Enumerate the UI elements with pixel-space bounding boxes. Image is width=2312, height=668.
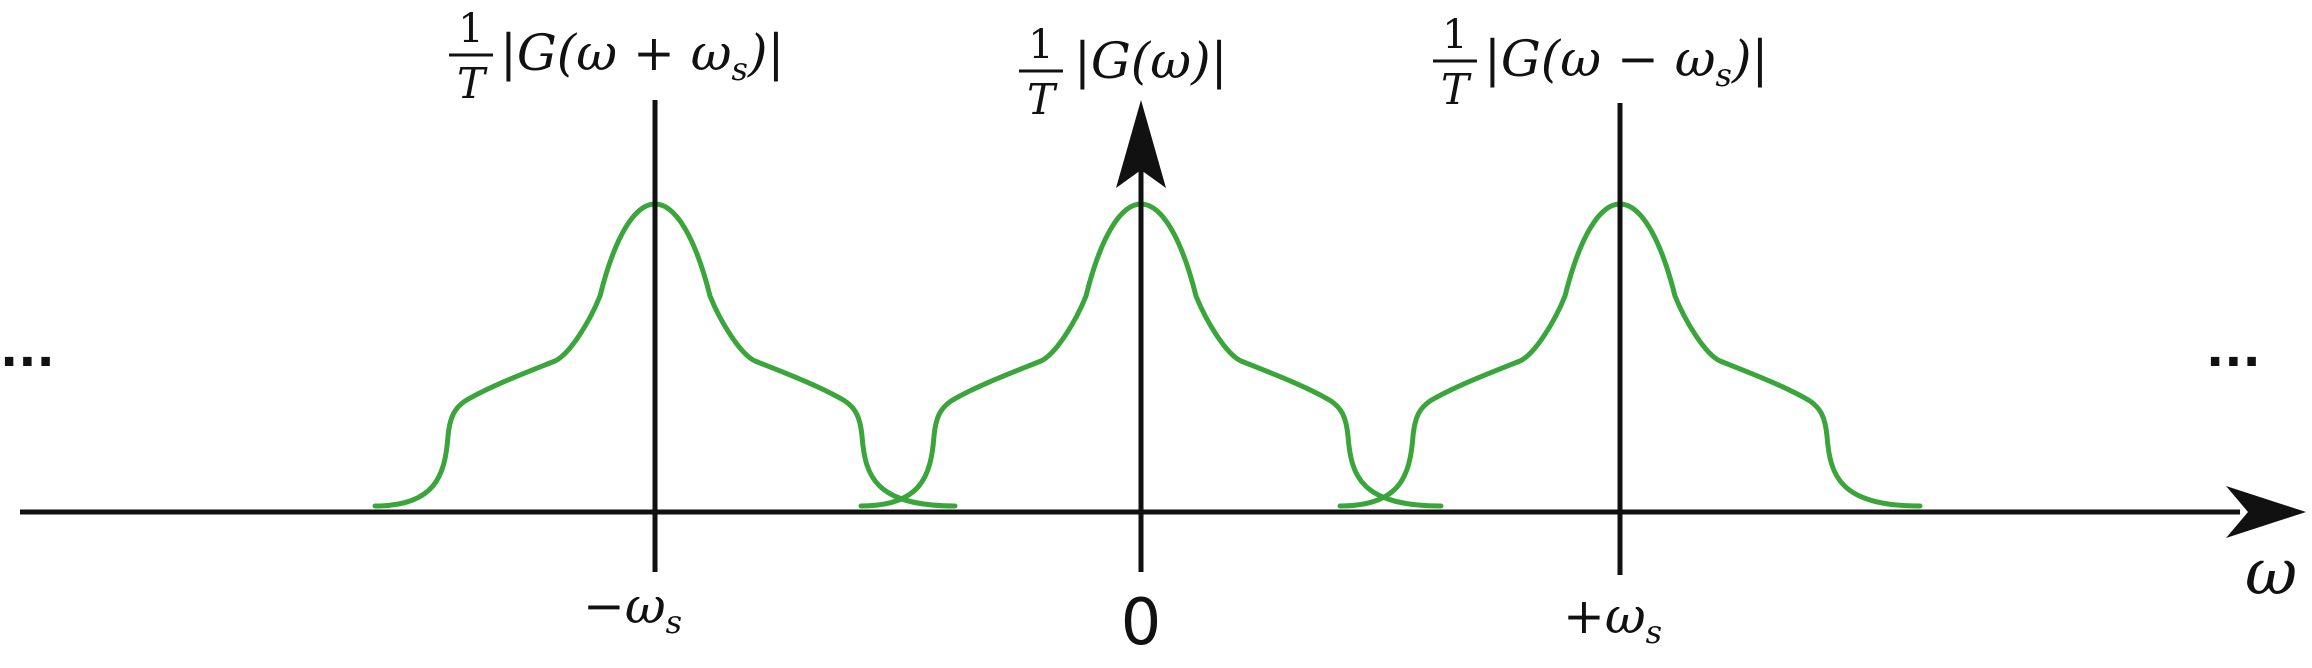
omega-axis-label: ω bbox=[2245, 536, 2297, 610]
tick-label-zero: 0 bbox=[1121, 586, 1162, 660]
right-expr-close: )| bbox=[1731, 30, 1768, 88]
right-factor-numerator: 1 bbox=[1442, 12, 1467, 58]
tick-right-sub: s bbox=[1646, 613, 1662, 651]
center-factor-numerator: 1 bbox=[1028, 22, 1053, 68]
tick-label-minus-omega-s: −ωs bbox=[583, 577, 682, 641]
center-spectrum-label: 1 T |G(ω)| bbox=[1019, 22, 1227, 124]
left-expr-sub: s bbox=[732, 50, 748, 88]
right-expr-sub: s bbox=[1716, 56, 1732, 94]
omega-axis-arrowhead bbox=[2226, 486, 2306, 538]
left-factor-denominator: T bbox=[457, 59, 488, 108]
tick-right-main: +ω bbox=[1563, 587, 1646, 645]
spectrum-copy-baseband bbox=[858, 201, 1444, 509]
spectrum-copies bbox=[372, 201, 1923, 509]
spectrum-copy-shifted-right bbox=[1337, 201, 1923, 509]
tick-label-plus-omega-s: +ωs bbox=[1563, 587, 1662, 651]
ellipsis-left: ... bbox=[0, 322, 55, 378]
center-spectrum-expression: |G(ω)| bbox=[1074, 32, 1227, 90]
ellipsis-right: ... bbox=[2206, 322, 2261, 378]
vertical-axis-arrowhead bbox=[1116, 100, 1166, 188]
tick-left-sub: s bbox=[666, 603, 682, 641]
left-spectrum-label: 1 T |G(ω + ωs)| bbox=[449, 6, 784, 108]
right-spectrum-expression: |G(ω − ωs)| bbox=[1484, 30, 1768, 94]
right-expr-main: |G(ω − ω bbox=[1484, 30, 1716, 88]
center-factor-denominator: T bbox=[1027, 75, 1058, 124]
left-factor-numerator: 1 bbox=[458, 6, 483, 52]
spectrum-copy-shifted-left bbox=[372, 201, 958, 509]
right-spectrum-label: 1 T |G(ω − ωs)| bbox=[1433, 12, 1768, 114]
left-expr-main: |G(ω + ω bbox=[500, 24, 732, 82]
left-spectrum-expression: |G(ω + ωs)| bbox=[500, 24, 784, 88]
right-factor-denominator: T bbox=[1441, 65, 1472, 114]
left-expr-close: )| bbox=[747, 24, 784, 82]
tick-left-main: −ω bbox=[583, 577, 666, 635]
